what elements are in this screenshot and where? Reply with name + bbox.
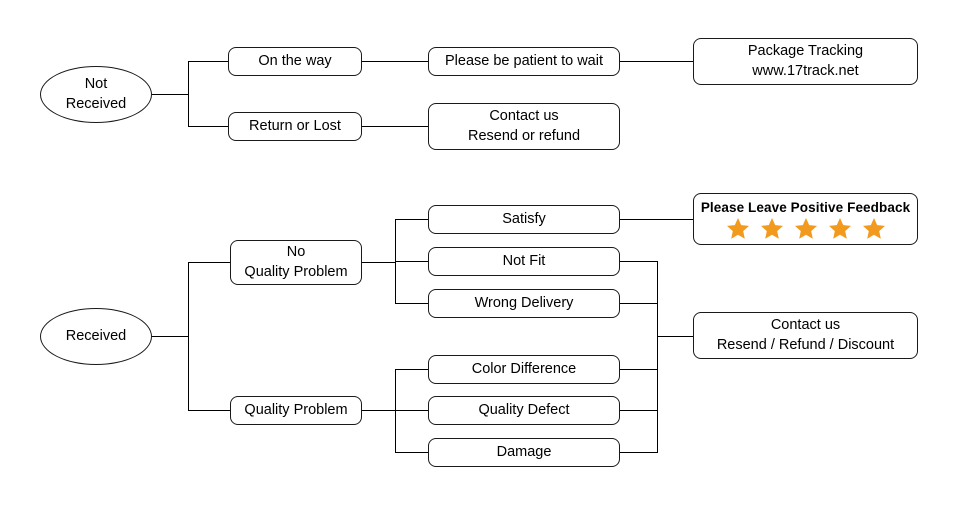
node-quality-defect[interactable]: Quality Defect [428,396,620,425]
node-contact-resolution-line2: Resend / Refund / Discount [716,336,895,353]
connector-satisfy-to-feedback [620,219,693,220]
connector-to-on-the-way [188,61,228,62]
star-icon [828,217,851,239]
node-return-or-lost[interactable]: Return or Lost [228,112,362,141]
node-wrong-delivery-label: Wrong Delivery [474,294,574,311]
connector-nqp-stem [362,262,395,263]
connector-merge-bus [657,261,658,453]
connector-on-the-way-to-wait [362,61,428,62]
node-quality-problem[interactable]: Quality Problem [230,396,362,425]
node-contact-resend-line1: Contact us [489,108,559,125]
connector-damage-to-bus [620,452,657,453]
connector-nqp-to-satisfy [395,219,428,220]
node-on-the-way[interactable]: On the way [228,47,362,76]
node-leave-positive-feedback[interactable]: Please Leave Positive Feedback [693,193,918,245]
node-contact-resolution-line1: Contact us [770,317,841,334]
connector-return-to-contact [362,126,428,127]
node-contact-resend-or-refund[interactable]: Contact us Resend or refund [428,103,620,150]
node-no-quality-problem-line2: Quality Problem [244,263,348,280]
connector-qp-to-quality-defect [395,410,428,411]
node-not-fit[interactable]: Not Fit [428,247,620,276]
node-on-the-way-label: On the way [258,52,332,69]
node-please-be-patient-label: Please be patient to wait [445,52,603,69]
connector-nqp-to-wrong-delivery [395,303,428,304]
star-icon [760,217,783,239]
connector-not-fit-to-bus [620,261,657,262]
node-color-difference-label: Color Difference [471,360,577,377]
feedback-label: Please Leave Positive Feedback [700,200,911,216]
node-quality-defect-label: Quality Defect [478,401,570,418]
node-not-received[interactable]: Not Received [40,66,152,123]
node-no-quality-problem-line1: No [286,244,306,261]
node-package-tracking[interactable]: Package Tracking www.17track.net [693,38,918,85]
node-return-or-lost-label: Return or Lost [249,117,341,134]
node-package-tracking-line1: Package Tracking [747,43,864,60]
node-package-tracking-line2: www.17track.net [752,62,859,79]
node-no-quality-problem[interactable]: No Quality Problem [230,240,362,285]
connector-bus-to-contact-resolution [657,336,693,337]
node-not-received-line1: Not [84,76,108,93]
node-received-label: Received [65,327,127,344]
connector-qp-to-color-difference [395,369,428,370]
node-contact-resend-refund-discount[interactable]: Contact us Resend / Refund / Discount [693,312,918,359]
connector-to-quality-problem [188,410,230,411]
node-received[interactable]: Received [40,308,152,365]
connector-qp-to-damage [395,452,428,453]
connector-received-split [188,262,189,410]
node-wrong-delivery[interactable]: Wrong Delivery [428,289,620,318]
connector-wrong-delivery-to-bus [620,303,657,304]
node-color-difference[interactable]: Color Difference [428,355,620,384]
connector-to-return-or-lost [188,126,228,127]
star-icon [726,217,749,239]
star-icon [794,217,817,239]
node-damage-label: Damage [496,443,552,460]
node-satisfy-label: Satisfy [502,210,546,227]
connector-color-difference-to-bus [620,369,657,370]
node-not-fit-label: Not Fit [502,252,546,269]
node-satisfy[interactable]: Satisfy [428,205,620,234]
connector-not-received-split [188,61,189,126]
node-damage[interactable]: Damage [428,438,620,467]
node-quality-problem-label: Quality Problem [244,401,348,418]
connector-wait-to-tracking [620,61,693,62]
connector-not-received-stem [152,94,188,95]
connector-received-stem [152,336,188,337]
star-rating[interactable] [726,217,886,240]
star-icon [862,217,885,239]
connector-quality-defect-to-bus [620,410,657,411]
node-contact-resend-line2: Resend or refund [467,127,581,144]
node-not-received-line2: Received [65,95,127,112]
connector-to-no-quality-problem [188,262,230,263]
connector-qp-stem [362,410,395,411]
connector-nqp-to-not-fit [395,261,428,262]
node-please-be-patient[interactable]: Please be patient to wait [428,47,620,76]
